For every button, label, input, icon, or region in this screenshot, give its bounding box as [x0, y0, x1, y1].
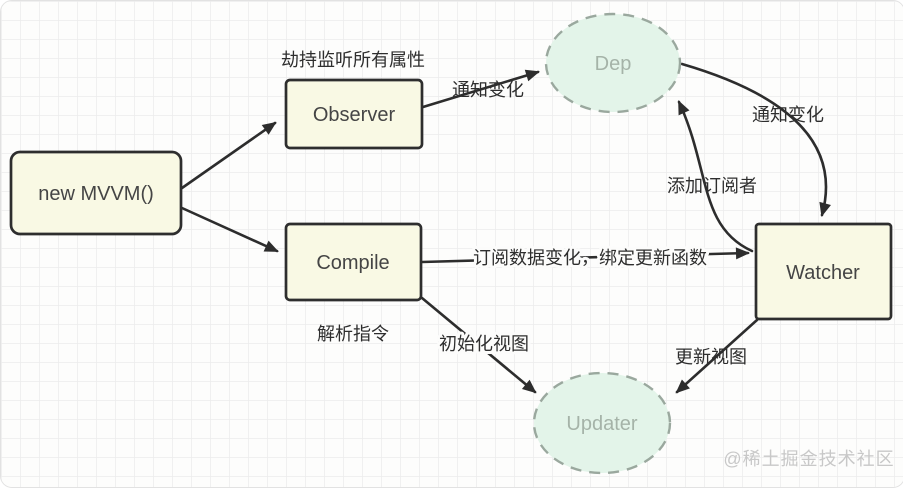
compile-note-label: 解析指令	[317, 324, 389, 344]
edge-observer-to-dep	[421, 69, 540, 109]
edge-compile-to-updater	[420, 296, 537, 394]
node-updater-label: Updater	[566, 413, 637, 435]
edge-watcher-to-updater	[675, 318, 759, 394]
node-compile-label: Compile	[316, 252, 389, 274]
edge-label-notify-right: 通知变化	[752, 105, 824, 125]
node-watcher-label: Watcher	[786, 262, 860, 284]
watermark-text: @稀土掘金技术社区	[723, 449, 894, 469]
edge-label-init-view: 初始化视图	[439, 334, 529, 354]
node-dep-label: Dep	[595, 53, 632, 75]
observer-note-label: 劫持监听所有属性	[281, 50, 425, 70]
edge-label-subscribe-bind: 订阅数据变化，绑定更新函数	[473, 248, 707, 268]
node-new-mvvm-label: new MVVM()	[38, 183, 154, 205]
node-observer-label: Observer	[313, 104, 396, 126]
edge-newmvvm-to-compile	[180, 206, 279, 253]
node-observer	[284, 78, 424, 150]
node-updater	[532, 371, 672, 475]
edge-label-add-subscriber: 添加订阅者	[667, 176, 757, 196]
edge-label-notify-left: 通知变化	[452, 80, 524, 100]
edge-newmvvm-to-observer	[180, 121, 277, 190]
node-watcher	[754, 222, 893, 321]
edge-label-update-view: 更新视图	[675, 347, 747, 367]
node-dep	[544, 12, 682, 114]
node-compile	[284, 222, 423, 302]
edge-compile-to-watcher	[420, 247, 750, 264]
edge-watcher-to-dep	[677, 100, 754, 253]
edge-dep-to-watcher	[680, 62, 831, 217]
node-new-mvvm	[9, 150, 183, 236]
